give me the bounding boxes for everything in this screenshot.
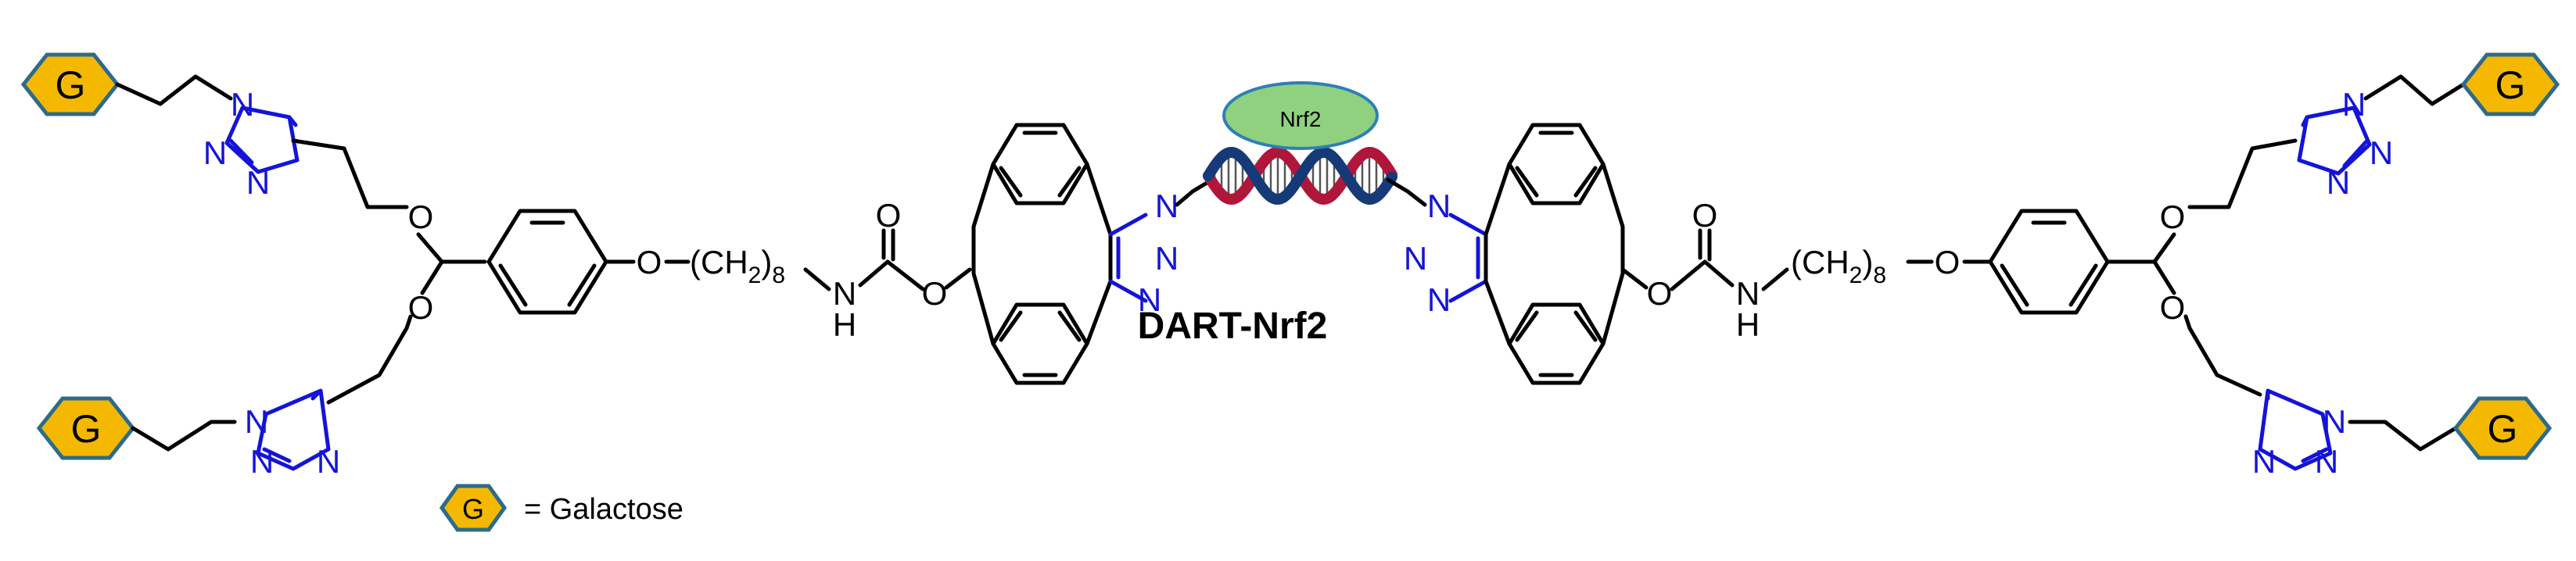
lower-benzene-ring — [1507, 302, 1606, 385]
dna-strand-navy — [1203, 146, 1397, 205]
triazole-n1: N — [231, 86, 254, 123]
upper-benzene-ring — [991, 123, 1089, 205]
ethyl-linker — [131, 420, 237, 452]
acetal-carbon-bonds — [416, 232, 487, 295]
lower-benzene-ring — [991, 302, 1089, 385]
ring-to-ester-bond — [1620, 267, 1649, 290]
right-half-structure: N N N O O N H (CH2)8 O O O N N N G — [1386, 52, 2560, 480]
alkyl-chain-label: (CH2)8 — [690, 244, 785, 288]
molecule-title: DART-Nrf2 — [1138, 306, 1328, 347]
fused-triazole-n1: N — [1155, 188, 1179, 224]
ethyl-linker — [115, 74, 233, 106]
galactose-letter: G — [2488, 407, 2518, 451]
triazole-n2: N — [203, 134, 227, 171]
dna-right-linker — [1386, 177, 1427, 207]
carbamate-bonds — [858, 228, 925, 291]
alkyl-chain-label: (CH2)8 — [1791, 244, 1886, 288]
triazole-n3: N — [2327, 164, 2350, 201]
benzene-double-bonds — [2000, 220, 2098, 307]
triazole-n3: N — [246, 164, 270, 201]
carbamate-bonds — [1670, 228, 1735, 291]
left-half-structure: G N N N O G N N N O O (CH2)8 N H O O — [20, 52, 1214, 480]
upper-benzene-double-bonds — [1515, 130, 1598, 198]
legend: G = Galactose — [439, 484, 683, 532]
fused-triazole-n3: N — [1138, 281, 1161, 318]
dna-left-linker — [1175, 177, 1214, 207]
cyclooctene-bonds — [1484, 162, 1625, 346]
acetal-oxygen-upper: O — [408, 198, 434, 235]
acetal-carbon-bonds — [2105, 232, 2176, 295]
triazole-ethyl-link — [291, 138, 409, 209]
acetal-oxygen-upper: O — [2160, 198, 2186, 235]
galactose-hexagon — [2460, 52, 2560, 116]
triazole-n1: N — [2342, 86, 2366, 123]
carbonyl-oxygen: O — [876, 197, 902, 234]
legend-galactose-letter: G — [462, 493, 484, 525]
lower-benzene-double-bonds — [1515, 310, 1598, 377]
triazole-n1: N — [245, 403, 268, 440]
triazole-ethyl-link — [326, 314, 413, 405]
galactose-letter: G — [2495, 63, 2526, 107]
triazole-ring — [224, 105, 300, 174]
fused-triazole-n2: N — [1155, 240, 1179, 277]
carbamate-hydrogen: H — [833, 306, 856, 343]
triazole-ring — [2297, 105, 2372, 176]
upper-benzene-double-bonds — [999, 130, 1082, 198]
nrf2-protein-ellipse — [1222, 81, 1379, 150]
ether-oxygen: O — [637, 244, 662, 280]
triazole-n2: N — [2252, 443, 2276, 480]
carbonyl-oxygen: O — [1692, 197, 1718, 234]
galactose-letter: G — [71, 407, 102, 451]
triazole-n1: N — [2323, 403, 2346, 440]
triazole-ethyl-link — [2183, 314, 2262, 397]
dna-double-helix — [1203, 146, 1397, 205]
acetal-oxygen-lower: O — [2160, 289, 2186, 326]
nrf2-protein-label: Nrf2 — [1280, 107, 1322, 131]
triazole-n2: N — [250, 443, 274, 480]
upper-benzene-ring — [1507, 123, 1606, 205]
fused-triazole-ring — [1448, 213, 1488, 303]
acetal-oxygen-lower: O — [408, 289, 434, 326]
chain-to-nh-bond — [803, 267, 831, 291]
legend-galactose-text: = Galactose — [524, 493, 683, 526]
triazole-n2: N — [2370, 134, 2393, 171]
carbamate-nitrogen: N — [1736, 275, 1760, 312]
ester-oxygen: O — [1647, 275, 1673, 312]
fused-triazole-n2: N — [1404, 240, 1427, 277]
nh-to-chain-bond — [1761, 267, 1789, 291]
fused-triazole-ring — [1108, 213, 1148, 303]
ester-to-ring-bond — [944, 267, 972, 290]
ether-oxygen: O — [1935, 244, 1961, 280]
benzene-double-bonds — [498, 220, 597, 307]
triazole-ring — [256, 388, 331, 471]
triazole-n3: N — [2315, 443, 2338, 480]
cyclooctene-bonds — [971, 162, 1113, 346]
triazole-n3: N — [317, 443, 340, 480]
triazole-ring — [2258, 388, 2333, 471]
carbamate-nitrogen: N — [833, 275, 856, 312]
fused-triazole-n1: N — [1427, 188, 1451, 224]
ethyl-linker — [2363, 74, 2466, 106]
lower-benzene-double-bonds — [999, 310, 1082, 377]
galactose-letter: G — [56, 63, 86, 107]
ester-oxygen: O — [922, 275, 948, 312]
galactose-hexagon — [2452, 396, 2553, 460]
legend-galactose-hexagon — [439, 484, 508, 532]
triazole-ethyl-link — [2187, 138, 2298, 209]
benzene-ring — [486, 209, 608, 315]
fused-triazole-n3: N — [1427, 281, 1451, 318]
benzene-ring — [1988, 209, 2110, 315]
ethyl-linker — [2348, 420, 2458, 452]
carbamate-hydrogen: H — [1736, 306, 1760, 343]
